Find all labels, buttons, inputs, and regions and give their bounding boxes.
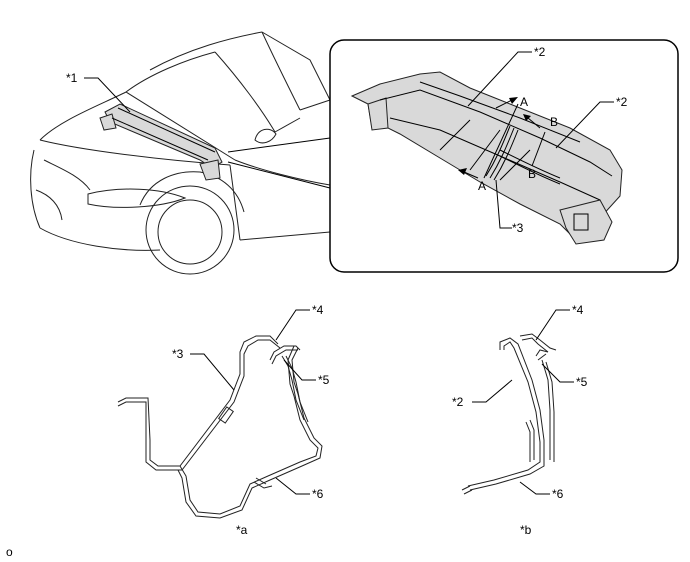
leader-5-b [541,363,574,383]
label-3-box: *3 [512,221,524,235]
arrow-a1 [495,97,518,109]
detail-box [329,39,679,273]
leader-2-top [467,51,532,107]
leader-3-box [495,179,512,229]
corner-mark: o [6,545,13,559]
label-1: *1 [66,71,78,85]
leader-3 [190,353,235,391]
leader-5-a [283,359,316,381]
label-a-top: A [520,95,528,109]
label-2-top: *2 [534,45,546,59]
label-b-bottom: B [528,167,536,181]
leader-2-right [555,101,614,149]
label-5-a: *5 [318,373,330,387]
label-3: *3 [172,347,184,361]
label-4-a: *4 [312,303,324,317]
leader-6-b [519,481,550,495]
label-variant-b: *b [520,523,532,537]
section-line-b [531,131,546,167]
label-b-top: B [550,115,558,129]
leader-2 [472,379,513,403]
label-variant-a: *a [236,523,248,537]
label-2: *2 [452,395,464,409]
leader-4-b [535,309,570,341]
leader-1 [84,77,131,113]
label-2-right: *2 [616,95,628,109]
arrow-b1 [523,114,541,129]
cowl-top-panel-detail [350,71,623,245]
zoom-line-bottom [227,161,331,189]
label-6-b: *6 [552,487,564,501]
arrow-a2 [458,168,479,179]
label-6-a: *6 [312,487,324,501]
zoom-line-top [227,137,331,153]
leader-6-a [275,477,310,495]
label-4-b: *4 [572,303,584,317]
section-line-a [483,103,519,179]
hose-assembly-b [461,333,557,495]
label-5-b: *5 [576,375,588,389]
car-illustration [30,31,331,275]
leader-4-a [275,309,310,341]
label-a-bottom: A [478,179,486,193]
